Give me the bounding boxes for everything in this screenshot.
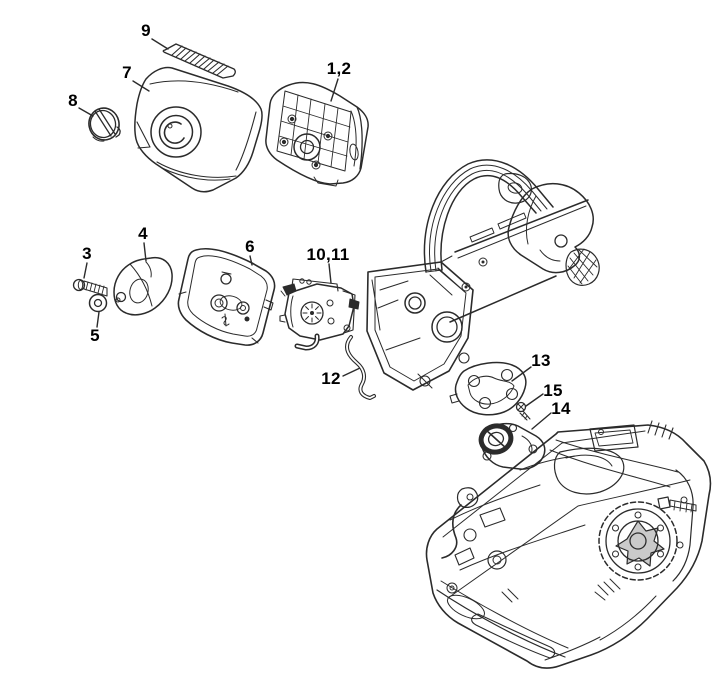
part-6-filter-base	[177, 247, 276, 346]
part-14-intake-manifold	[478, 422, 546, 470]
callout-label-8: 8	[68, 91, 78, 110]
callout-label-3: 3	[82, 244, 92, 263]
part-1-2-air-filter	[265, 81, 369, 187]
callout-label-9: 9	[141, 21, 151, 40]
callout-label-10-11: 10,11	[306, 245, 350, 264]
part-9-grille	[162, 43, 236, 79]
part-13-spacer-flange	[449, 361, 527, 416]
engine-assembly	[425, 420, 712, 669]
part-10-11-carburetor	[279, 278, 360, 351]
callout-label-12: 12	[321, 369, 341, 388]
handle-housing	[366, 159, 600, 391]
callout-leader-lines	[78, 38, 552, 430]
callout-label-7: 7	[122, 63, 132, 82]
callout-label-1-2: 1,2	[326, 59, 352, 78]
callout-label-15: 15	[543, 381, 563, 400]
callout-label-14: 14	[551, 399, 571, 418]
callout-label-4: 4	[138, 224, 148, 243]
part-4-baffle-cover	[113, 256, 173, 316]
part-7-air-filter-cover	[134, 66, 263, 193]
part-5-washer	[88, 293, 108, 313]
callout-label-6: 6	[245, 237, 255, 256]
part-12-hose	[345, 335, 376, 400]
part-3-screw	[72, 278, 108, 297]
part-15-screw	[515, 401, 531, 421]
callout-label-13: 13	[531, 351, 551, 370]
callout-label-5: 5	[90, 326, 100, 345]
part-8-twist-lock	[88, 107, 121, 142]
